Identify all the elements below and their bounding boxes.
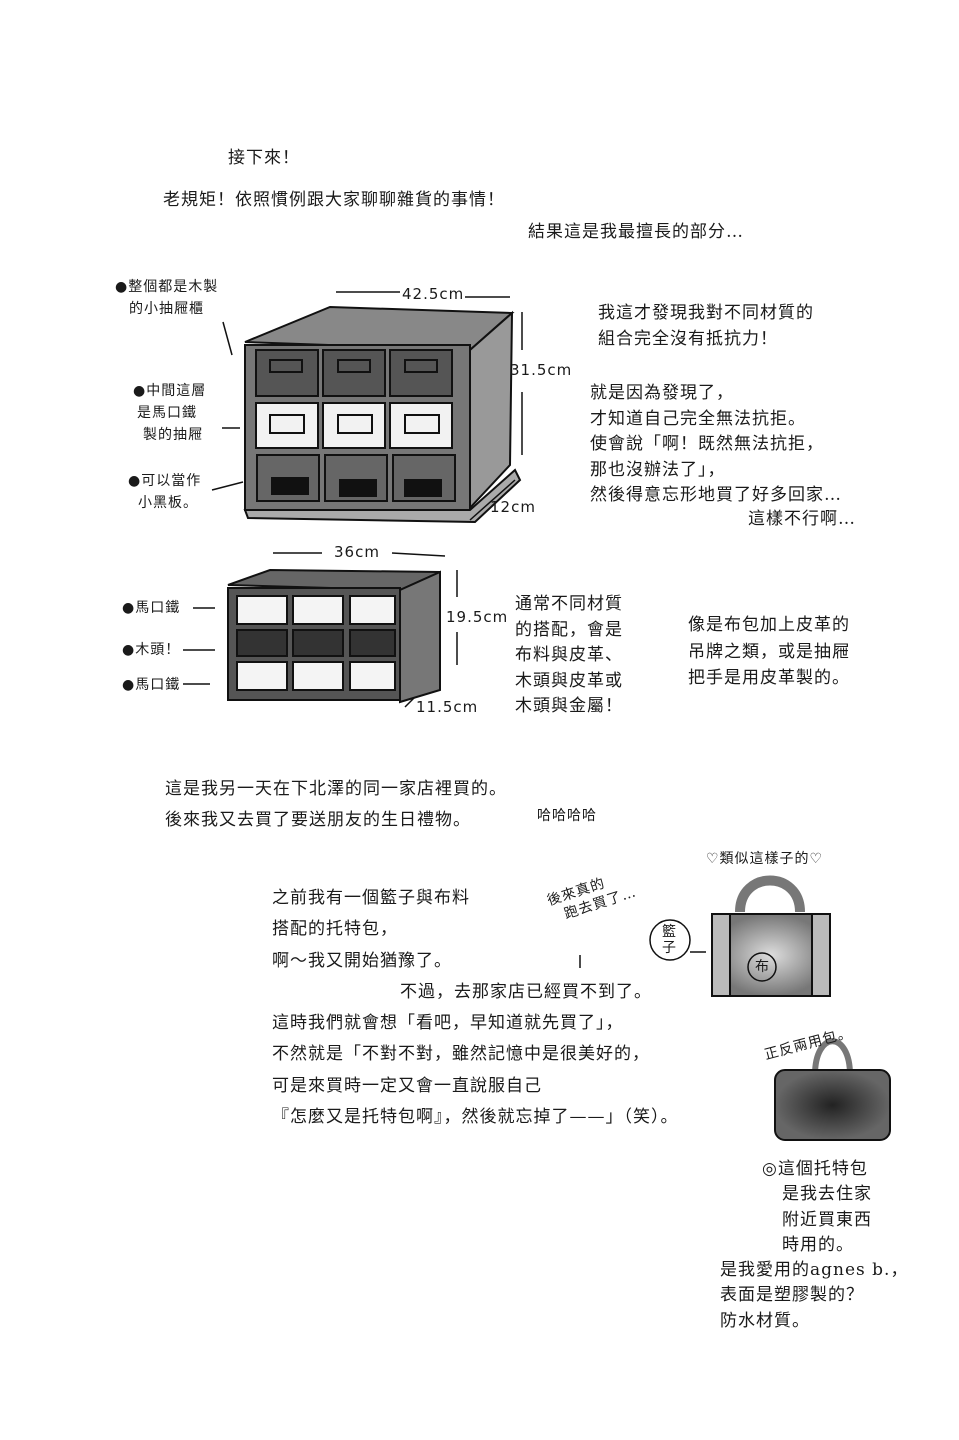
basket-label: 籃子: [662, 924, 677, 956]
dimension-depth-1: 12cm: [490, 498, 536, 516]
bag-caption: ◎這個托特包 是我去住家 附近買東西 時用的。: [762, 1159, 872, 1255]
similar-label: ♡類似這樣子的♡: [706, 851, 824, 867]
dimension-width-2: 36cm: [334, 543, 380, 561]
label-tin-top: ●馬口鐵: [122, 600, 181, 616]
dimension-depth-2: 11.5cm: [416, 698, 479, 716]
commentary-examples: 像是布包加上皮革的 吊牌之類，或是抽屜 把手是用皮革製的。: [688, 615, 850, 688]
label-wooden-cabinet: ●整個都是木製 的小抽屜櫃: [115, 279, 219, 317]
commentary-not-good: 這樣不行啊…: [748, 509, 856, 529]
wooden-cabinet-drawing: [243, 305, 522, 524]
intro-line-3: 結果這是我最擅長的部分…: [528, 222, 744, 242]
label-blackboard: ●可以當作 小黑板。: [128, 473, 202, 511]
story-line-1: 這是我另一天在下北澤的同一家店裡買的。: [165, 779, 507, 799]
reversible-tote-drawing: [774, 1038, 891, 1141]
dimension-height-1: 31.5cm: [510, 361, 573, 379]
label-wood-middle: ●木頭！: [122, 642, 181, 658]
intro-line-2: 老規矩！依照慣例跟大家聊聊雜貨的事情！: [163, 190, 505, 210]
bag-caption-2: 是我愛用的agnes b.， 表面是塑膠製的？ 防水材質。: [720, 1260, 909, 1331]
basket-circle: [649, 919, 691, 961]
commentary-combinations: 通常不同材質 的搭配，會是 布料與皮革、 木頭與皮革或 木頭與金屬！: [515, 594, 623, 716]
basket-tote-drawing: [711, 875, 831, 997]
dimension-width-1: 42.5cm: [402, 285, 465, 303]
cloth-label: 布: [755, 959, 770, 975]
story-line-2: 後來我又去買了要送朋友的生日禮物。: [165, 810, 471, 830]
label-tin-drawers: ●中間這層 是馬口鐵 製的抽屜: [133, 383, 207, 443]
dimension-arrows: [183, 291, 523, 708]
intro-line-1: 接下來！: [228, 148, 300, 168]
laugh: 哈哈哈哈: [537, 808, 597, 824]
commentary-cant-resist: 就是因為發現了， 才知道自己完全無法抗拒。 使會說「啊！既然無法抗拒， 那也沒辦…: [590, 383, 842, 505]
tin-wood-cabinet-drawing: [227, 568, 441, 704]
story-paragraph: 之前我有一個籃子與布料 搭配的托特包， 啊～我又開始猶豫了。 不過，去那家店已經…: [272, 888, 679, 1128]
dimension-height-2: 19.5cm: [446, 608, 509, 626]
label-tin-bottom: ●馬口鐵: [122, 677, 181, 693]
commentary-materials: 我這才發現我對不同材質的 組合完全沒有抵抗力！: [598, 303, 814, 349]
